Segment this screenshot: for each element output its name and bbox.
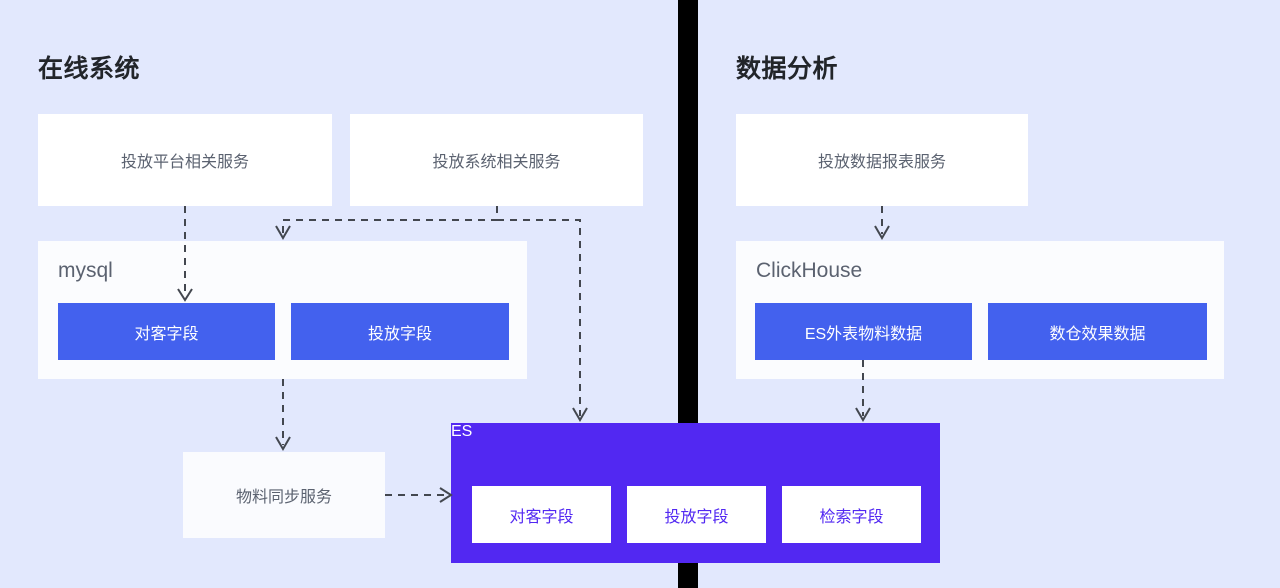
chip-mysql-customer-field[interactable]: 对客字段 <box>58 303 275 360</box>
datastore-es[interactable]: ES 对客字段 投放字段 检索字段 <box>451 423 940 563</box>
chip-label: 检索字段 <box>819 508 884 526</box>
service-card-delivery-system[interactable]: 投放系统相关服务 <box>350 114 643 206</box>
service-card-label: 投放系统相关服务 <box>432 154 561 171</box>
service-card-label: 物料同步服务 <box>235 489 332 506</box>
chip-label: 投放字段 <box>664 508 729 526</box>
service-card-label: 投放平台相关服务 <box>120 154 249 171</box>
service-card-label: 投放数据报表服务 <box>817 154 946 171</box>
connector-system-service-to-mysql-container <box>275 206 498 240</box>
chip-label: 投放字段 <box>367 325 432 343</box>
datastore-clickhouse-label: ClickHouse <box>756 259 863 282</box>
datastore-clickhouse[interactable]: ClickHouse ES外表物料数据 数仓效果数据 <box>736 241 1224 379</box>
connector-mysql-to-material-sync-service <box>275 379 291 451</box>
section-title-data-analysis: 数据分析 <box>736 55 839 83</box>
chip-es-search-field[interactable]: 检索字段 <box>782 486 921 543</box>
chip-clickhouse-es-external-material-data[interactable]: ES外表物料数据 <box>755 303 972 360</box>
datastore-es-label: ES <box>451 423 473 440</box>
chip-mysql-delivery-field[interactable]: 投放字段 <box>291 303 509 360</box>
chip-clickhouse-warehouse-effect-data[interactable]: 数仓效果数据 <box>988 303 1207 360</box>
chip-label: ES外表物料数据 <box>804 325 923 343</box>
datastore-mysql-label: mysql <box>58 259 113 282</box>
service-card-delivery-report[interactable]: 投放数据报表服务 <box>736 114 1028 206</box>
connector-report-service-to-clickhouse <box>874 206 890 240</box>
chip-es-customer-field[interactable]: 对客字段 <box>472 486 611 543</box>
chip-label: 对客字段 <box>134 325 199 343</box>
chip-label: 对客字段 <box>509 508 574 526</box>
service-card-material-sync[interactable]: 物料同步服务 <box>183 452 385 538</box>
service-card-delivery-platform[interactable]: 投放平台相关服务 <box>38 114 332 206</box>
connector-material-sync-service-to-es <box>385 487 453 503</box>
datastore-mysql[interactable]: mysql 对客字段 投放字段 <box>38 241 527 379</box>
chip-es-delivery-field[interactable]: 投放字段 <box>627 486 766 543</box>
chip-label: 数仓效果数据 <box>1049 325 1146 343</box>
section-title-online-system: 在线系统 <box>38 55 141 83</box>
